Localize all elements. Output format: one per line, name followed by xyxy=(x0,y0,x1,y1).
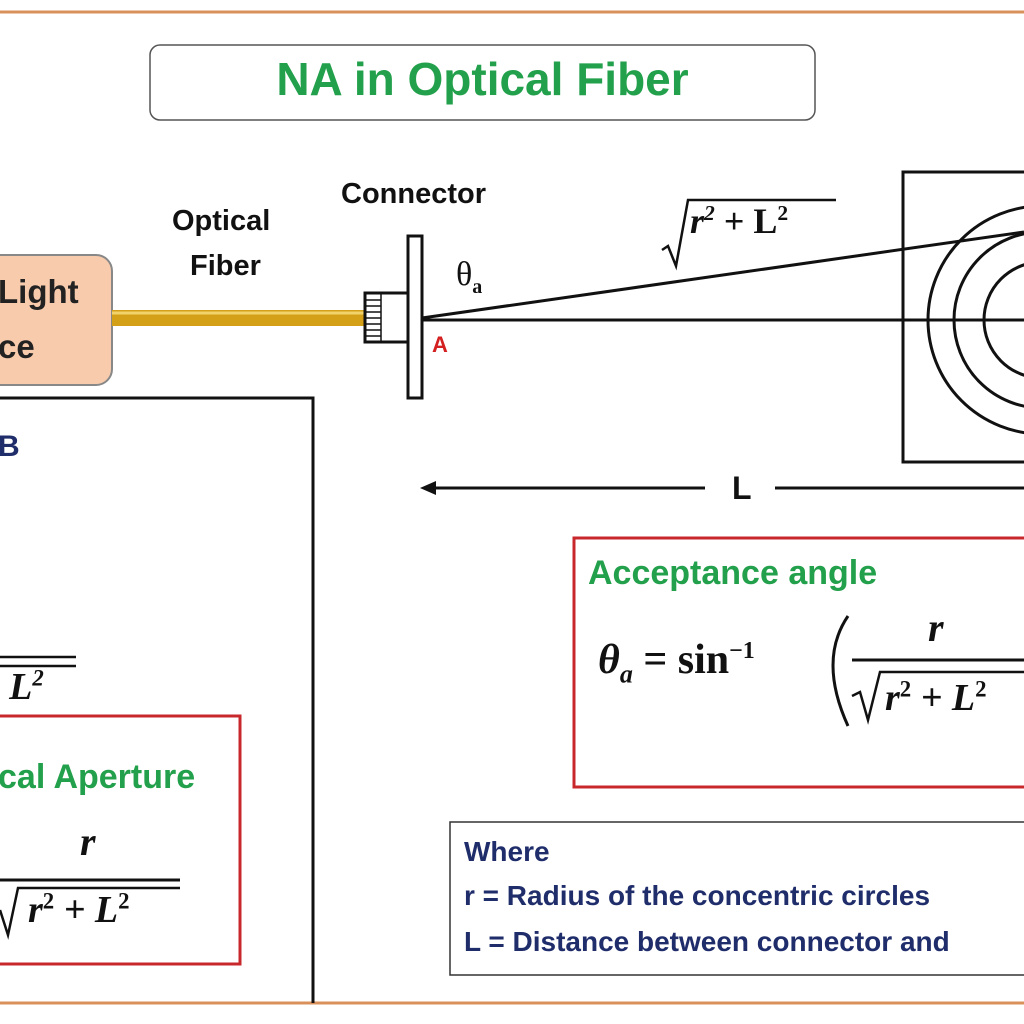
light-source-label-1: Light xyxy=(0,273,79,310)
acceptance-heading: Acceptance angle xyxy=(588,554,878,592)
page-title: NA in Optical Fiber xyxy=(276,53,689,105)
hypotenuse-label: r2 + L2 xyxy=(690,201,789,241)
title-box xyxy=(149,44,816,121)
optical-fiber-label-2: Fiber xyxy=(190,250,261,282)
left-partial-formula: + L2 xyxy=(0,665,44,708)
left-box-heading: B xyxy=(0,430,20,463)
acceptance-numerator: r xyxy=(928,605,944,650)
acceptance-lhs: θa = sin−1 xyxy=(598,637,755,689)
left-paren xyxy=(831,615,850,727)
where-box xyxy=(449,821,1024,976)
light-source-label-2: ce xyxy=(0,328,35,365)
na-denominator: r2 + L2 xyxy=(28,888,130,931)
theta-a-label: θa xyxy=(456,256,483,298)
point-a-label: A xyxy=(432,332,448,357)
connector-knurl xyxy=(365,293,382,342)
connector-plate xyxy=(406,234,424,400)
where-heading: Where xyxy=(464,836,550,867)
hypotenuse-line xyxy=(421,230,1024,320)
target-screen xyxy=(901,170,1024,464)
distance-l-label: L xyxy=(732,470,752,506)
na-numerator: r xyxy=(80,819,96,864)
optical-fiber-label-1: Optical xyxy=(172,205,271,237)
acceptance-denominator: r2 + L2 xyxy=(885,676,987,719)
na-heading: cal Aperture xyxy=(0,758,196,796)
acceptance-box xyxy=(572,536,1024,789)
connector-label: Connector xyxy=(341,178,486,210)
left-box xyxy=(0,396,315,1003)
na-box xyxy=(0,714,242,966)
where-l-definition: L = Distance between connector and xyxy=(464,926,950,957)
where-r-definition: r = Radius of the concentric circles xyxy=(464,880,931,911)
hyp-sqrt-sign xyxy=(661,198,836,271)
